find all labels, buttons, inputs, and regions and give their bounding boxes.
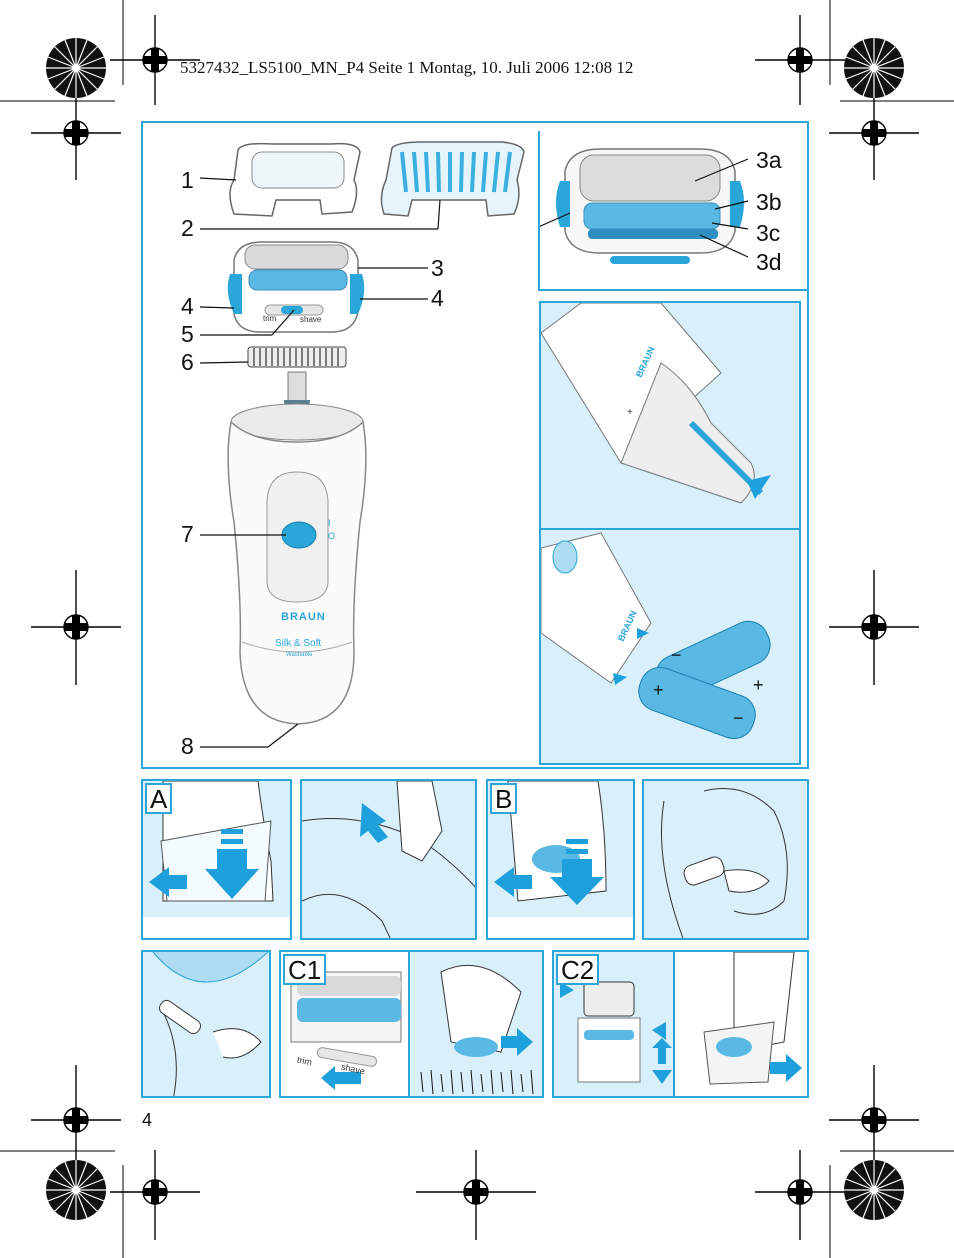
panel-b-illustration — [488, 781, 633, 938]
panel-c2-illustration — [554, 952, 807, 1096]
product-name: Silk & Soft — [275, 638, 322, 649]
battery-compartment-plus: + — [627, 407, 633, 418]
head-detail-inset: 3a 3b 3c 3d — [538, 131, 807, 291]
label-part-4-left: 4 — [181, 293, 194, 319]
panel-a: A — [141, 779, 292, 940]
label-part-1: 1 — [181, 167, 194, 193]
trimmer-illustration — [247, 346, 347, 368]
switch-label-trim: trim — [263, 314, 277, 323]
battery-plus-bottom: + — [653, 680, 664, 700]
battery-minus-top: − — [671, 645, 682, 665]
shaver-overview-illustration — [199, 141, 525, 748]
label-part-8: 8 — [181, 733, 194, 759]
battery-open-inset: + − + − + BRAUN BRAUN — [539, 301, 801, 765]
label-part-3d: 3d — [756, 249, 782, 275]
label-part-2: 2 — [181, 215, 194, 241]
shaver-body-illustration — [227, 371, 367, 725]
face-trim-illustration — [661, 788, 788, 938]
label-part-3a: 3a — [756, 147, 782, 173]
product-subtitle: Washable — [286, 652, 313, 658]
panel-face-trim — [642, 779, 809, 940]
shaving-head-illustration — [227, 241, 365, 333]
brand-logo: BRAUN — [281, 611, 326, 623]
bikini-cap-illustration — [229, 142, 361, 217]
bikini-illustration — [152, 952, 269, 1096]
switch-label-shave: shave — [300, 315, 322, 324]
power-off-mark: O — [328, 531, 336, 541]
label-part-3b: 3b — [756, 189, 782, 215]
overview-panel: 1 2 3 4 4 5 6 7 8 trim shave I O BRAUN S… — [141, 121, 809, 769]
battery-illustration — [541, 303, 799, 740]
panel-c1-tag: C1 — [283, 954, 327, 985]
panel-b: B — [486, 779, 635, 940]
panel-c2: C2 — [552, 950, 809, 1098]
battery-minus-bottom: − — [733, 708, 744, 728]
label-part-3: 3 — [431, 255, 444, 281]
comb-cap-illustration — [380, 141, 525, 217]
page-number: 4 — [142, 1110, 153, 1130]
panel-c1-illustration — [281, 952, 542, 1096]
panel-c2-tag: C2 — [556, 954, 600, 985]
power-on-mark: I — [328, 518, 331, 528]
head-detail-illustration — [540, 148, 749, 264]
panel-leg-shave — [300, 779, 477, 940]
panel-a-tag: A — [145, 783, 173, 814]
label-part-5: 5 — [181, 321, 194, 347]
label-part-3c: 3c — [756, 220, 781, 246]
panel-c1: C1 trim shave — [279, 950, 544, 1098]
panel-bikini — [141, 950, 271, 1098]
leg-shave-illustration — [302, 781, 475, 938]
label-part-6: 6 — [181, 349, 194, 375]
panel-b-tag: B — [490, 783, 518, 814]
label-part-7: 7 — [181, 521, 194, 547]
battery-plus-top: + — [753, 675, 764, 695]
print-header: 5327432_LS5100_MN_P4 Seite 1 Montag, 10.… — [180, 58, 634, 77]
panel-a-illustration — [143, 781, 290, 938]
label-part-4-right: 4 — [431, 285, 444, 311]
